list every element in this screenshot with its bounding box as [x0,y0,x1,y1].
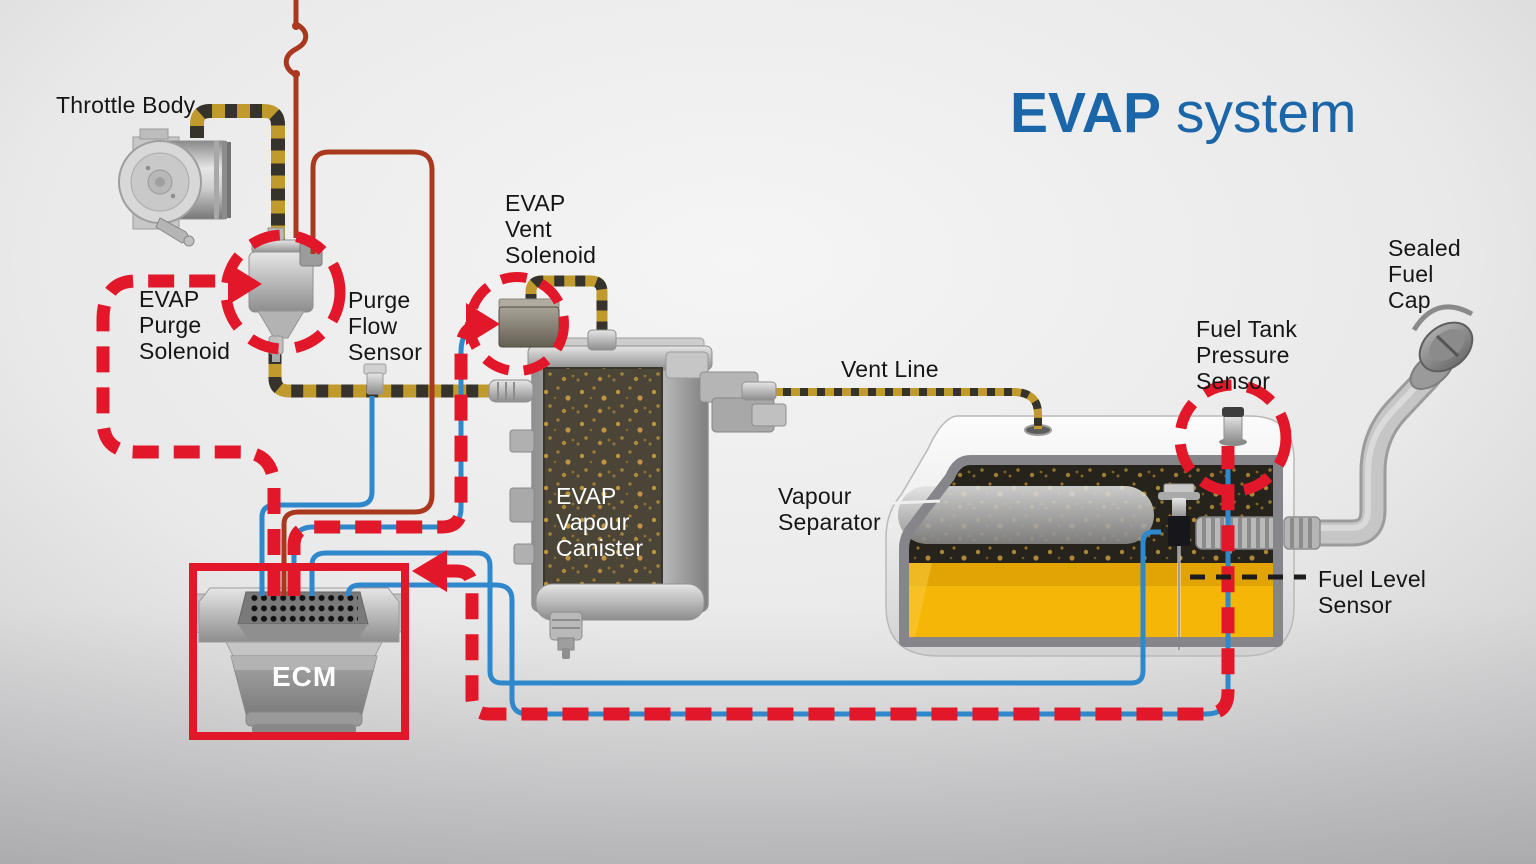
arrow-to-ecm [412,550,447,592]
fuel-left-highlight [906,563,932,642]
corrugated-hose [1195,516,1279,550]
label-throttle-body: Throttle Body [56,92,196,118]
ecm-pins [250,594,358,624]
vapour-separator-leader [871,499,941,506]
fuel-body [906,586,1278,642]
dark-red-wires [281,0,435,596]
purge-flow-sensor-wire [259,396,375,596]
wire-break-knot-bottom [292,70,300,78]
tank-rim [899,455,1283,647]
fuel-level-sensor [1158,483,1200,650]
canister-purge-port [488,379,534,403]
vapour-separator [898,486,1154,544]
fuel-tank [885,415,1295,657]
filler-neck [1283,304,1474,550]
cap-tether [1411,304,1474,332]
route-ecm-to-vent-solenoid [287,320,478,596]
stripe-overlay-1 [190,104,285,240]
hoses-stripes [190,104,1042,429]
stripe-overlay-3 [525,275,608,346]
canister-port-fittings [488,329,777,403]
vent-line-fitting [741,381,777,401]
throttle-body [118,128,231,247]
purge-flow-sensor [363,363,387,395]
label-evap-vent-solenoid: EVAP Vent Solenoid [505,190,597,268]
route-pressure-sensor-to-ecm [447,446,1235,721]
label-purge-flow-sensor: Purge Flow Sensor [348,287,423,365]
canister-bottom-cap [535,583,705,621]
fuel-tank-pressure-sensor [1219,407,1247,446]
title-bold: EVAP [1010,81,1161,145]
label-fuel-level-sensor: Fuel Level Sensor [1318,566,1427,618]
label-vent-line: Vent Line [841,356,939,382]
pressure-sensor-wire [345,446,1231,717]
label-ecm: ECM [272,661,338,692]
wire-break-knot-top [292,22,300,30]
purge-solenoid-control-wire [281,149,435,596]
label-evap-vapour-canister: EVAP Vapour Canister [556,483,644,561]
label-vapour-separator: Vapour Separator [778,483,881,535]
canister-right-fittings [665,351,787,433]
stripe-overlay-2 [268,352,494,398]
fuel-level-sensor-wire [309,529,1161,686]
canister-drain-nozzle [549,611,583,659]
purge-solenoid-highlight-circle [220,229,346,355]
route-ecm-to-purge-solenoid [96,274,281,596]
title-regular: system [1176,81,1357,145]
canister-vent-port [587,329,617,351]
arrow-to-purge-solenoid [228,263,262,305]
red-routes [96,229,1292,740]
manifold-line [283,0,309,238]
canister-side-tabs [509,429,535,565]
label-evap-purge-solenoid: EVAP Purge Solenoid [139,286,231,364]
label-sealed-fuel-cap: Sealed Fuel Cap [1388,235,1461,313]
ecm-module [192,587,405,734]
evap-vent-solenoid [498,298,560,348]
sealed-fuel-cap [1409,304,1474,390]
evap-vapour-canister [509,337,787,659]
ecm-highlight-box [189,563,409,740]
vent-line-hose [766,388,1042,429]
arrow-to-vent-solenoid [466,303,500,345]
label-fuel-tank-pressure-sensor: Fuel Tank Pressure Sensor [1196,316,1298,394]
tank-outlet-connector [1283,516,1321,550]
pressure-sensor-highlight-circle [1174,379,1292,497]
canister-window-speckles [544,368,662,600]
